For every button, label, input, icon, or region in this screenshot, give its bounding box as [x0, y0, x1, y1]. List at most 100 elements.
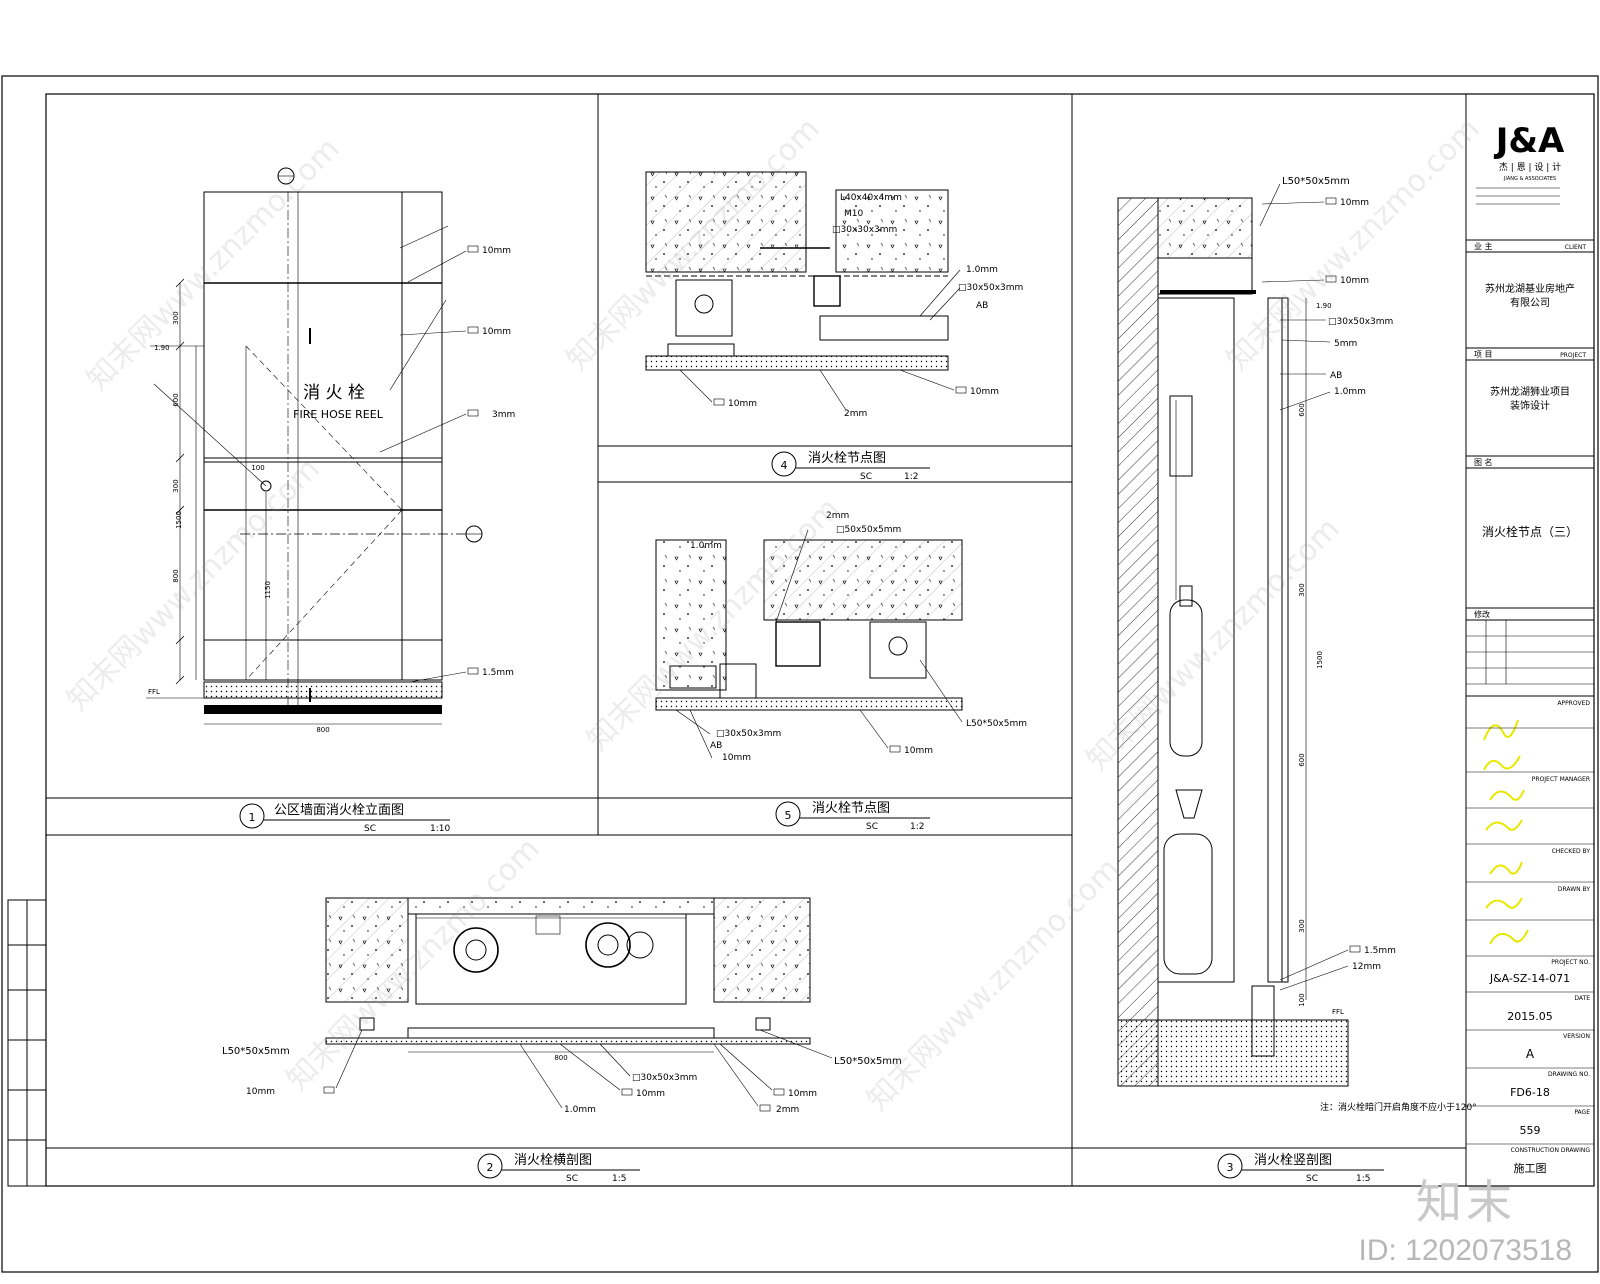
- svg-text:□30x50x3mm: □30x50x3mm: [1328, 317, 1393, 327]
- svg-text:L50*50x5mm: L50*50x5mm: [1282, 176, 1350, 187]
- svg-text:PROJECT NO.: PROJECT NO.: [1551, 959, 1590, 966]
- svg-text:1:2: 1:2: [910, 822, 924, 832]
- svg-text:SC: SC: [566, 1174, 578, 1184]
- view-1-elevation: 消 火 栓 FIRE HOSE REEL 300 600 300 800 150…: [146, 167, 515, 734]
- view-1-title: 公区墙面消火栓立面图: [274, 803, 404, 818]
- svg-text:300: 300: [172, 311, 180, 324]
- svg-text:100: 100: [251, 464, 264, 472]
- svg-text:2: 2: [487, 1161, 494, 1174]
- hydrant-label-en: FIRE HOSE REEL: [293, 408, 384, 421]
- svg-text:JIANG & ASSOCIATES: JIANG & ASSOCIATES: [1503, 176, 1556, 182]
- signature-3: [1489, 789, 1525, 801]
- svg-text:5mm: 5mm: [1334, 339, 1357, 349]
- title-block: J&A 杰 | 恩 | 设 | 计 JIANG & ASSOCIATES 业 主…: [1465, 94, 1594, 1186]
- svg-text:FFL: FFL: [1332, 1008, 1344, 1016]
- svg-text:800: 800: [172, 569, 180, 582]
- svg-text:3mm: 3mm: [492, 410, 515, 420]
- svg-text:SC: SC: [860, 472, 872, 482]
- svg-text:100: 100: [1298, 993, 1306, 1006]
- svg-text:PROJECT: PROJECT: [1560, 352, 1586, 359]
- svg-text:M10: M10: [844, 209, 863, 219]
- svg-text:VERSION: VERSION: [1563, 1033, 1590, 1040]
- svg-text:10mm: 10mm: [482, 327, 511, 337]
- svg-text:1.0mm: 1.0mm: [690, 541, 722, 551]
- svg-text:SC: SC: [364, 824, 376, 834]
- svg-text:300: 300: [1298, 583, 1306, 596]
- svg-text:PROJECT MANAGER: PROJECT MANAGER: [1532, 776, 1590, 783]
- svg-text:1:2: 1:2: [904, 472, 918, 482]
- svg-text:1.90: 1.90: [1316, 302, 1332, 310]
- svg-text:AB: AB: [976, 301, 988, 311]
- view-3-vertical-section: 600 300 1500 600 300 100 1.90 FFL L50*50…: [1117, 176, 1477, 1184]
- svg-text:1.0mm: 1.0mm: [564, 1105, 596, 1115]
- svg-text:L40x40x4mm: L40x40x4mm: [840, 193, 902, 203]
- svg-text:600: 600: [1298, 753, 1306, 766]
- page-number: 559: [1520, 1124, 1541, 1137]
- svg-text:600: 600: [172, 393, 180, 406]
- svg-text:1:5: 1:5: [612, 1174, 626, 1184]
- svg-text:APPROVED: APPROVED: [1557, 700, 1590, 707]
- svg-text:SC: SC: [866, 822, 878, 832]
- svg-text:□50x50x5mm: □50x50x5mm: [836, 525, 901, 535]
- svg-text:10mm: 10mm: [1340, 276, 1369, 286]
- svg-text:10mm: 10mm: [904, 746, 933, 756]
- signature-6: [1485, 897, 1523, 909]
- svg-text:SC: SC: [1306, 1174, 1318, 1184]
- svg-text:1: 1: [249, 811, 256, 824]
- svg-text:4: 4: [781, 459, 788, 472]
- watermark-logo: 知末: [1416, 1175, 1516, 1229]
- project-number: J&A-SZ-14-071: [1489, 972, 1570, 985]
- view-2-horizontal-section: 800 L50*50x5mm L50*50x5mm □30x50x3mm 10m…: [222, 897, 902, 1184]
- svg-text:DRAWING NO.: DRAWING NO.: [1548, 1071, 1590, 1078]
- logo: J&A: [1494, 121, 1565, 161]
- svg-text:1.0mm: 1.0mm: [1334, 387, 1366, 397]
- svg-text:10mm: 10mm: [722, 753, 751, 763]
- svg-text:10mm: 10mm: [246, 1087, 275, 1097]
- svg-text:1.5mm: 1.5mm: [1364, 946, 1396, 956]
- signature-2: [1483, 755, 1521, 771]
- svg-text:800: 800: [554, 1054, 567, 1062]
- signature-1: [1483, 719, 1519, 741]
- version: A: [1526, 1047, 1535, 1061]
- svg-text:CONSTRUCTION DRAWING: CONSTRUCTION DRAWING: [1511, 1147, 1591, 1154]
- svg-text:□30x50x3mm: □30x50x3mm: [632, 1073, 697, 1083]
- svg-text:10mm: 10mm: [970, 387, 999, 397]
- client-name: 苏州龙湖基业房地产: [1485, 282, 1575, 295]
- svg-text:L50*50x5mm: L50*50x5mm: [222, 1046, 290, 1057]
- drawing-title: 消火栓节点（三）: [1482, 524, 1578, 539]
- svg-text:DATE: DATE: [1574, 995, 1590, 1002]
- signature-4: [1485, 819, 1523, 831]
- view-1-title-block: 1 公区墙面消火栓立面图 SC 1:10: [239, 803, 450, 834]
- svg-text:1.0mm: 1.0mm: [966, 265, 998, 275]
- svg-text:杰 | 恩 | 设 | 计: 杰 | 恩 | 设 | 计: [1499, 161, 1561, 173]
- svg-text:2mm: 2mm: [826, 511, 849, 521]
- svg-text:装饰设计: 装饰设计: [1510, 399, 1550, 412]
- svg-text:AB: AB: [710, 741, 722, 751]
- svg-text:800: 800: [316, 726, 329, 734]
- project-name: 苏州龙湖狮业项目: [1490, 385, 1570, 398]
- svg-text:1.90: 1.90: [154, 344, 170, 352]
- svg-text:10mm: 10mm: [788, 1089, 817, 1099]
- svg-text:300: 300: [1298, 919, 1306, 932]
- svg-text:10mm: 10mm: [636, 1089, 665, 1099]
- drawing-number: FD6-18: [1510, 1086, 1550, 1099]
- svg-text:业 主: 业 主: [1474, 241, 1493, 251]
- view-3-note: 注：消火栓暗门开启角度不应小于120°: [1320, 1101, 1477, 1113]
- svg-text:1.5mm: 1.5mm: [482, 668, 514, 678]
- date: 2015.05: [1507, 1010, 1553, 1023]
- svg-text:300: 300: [172, 479, 180, 492]
- svg-text:FFL: FFL: [148, 688, 160, 696]
- svg-text:□30x30x3mm: □30x30x3mm: [832, 225, 897, 235]
- left-stamp-strip: [7, 899, 47, 1187]
- svg-text:修改: 修改: [1474, 609, 1490, 619]
- watermark-id: ID: 1202073518: [1358, 1234, 1572, 1267]
- svg-text:AB: AB: [1330, 371, 1342, 381]
- svg-text:1500: 1500: [1316, 651, 1324, 669]
- svg-text:L50*50x5mm: L50*50x5mm: [834, 1056, 902, 1067]
- svg-text:□30x50x3mm: □30x50x3mm: [958, 283, 1023, 293]
- svg-text:L50*50x5mm: L50*50x5mm: [966, 719, 1027, 729]
- signature-7: [1489, 929, 1529, 945]
- view-4-title: 消火栓节点图: [808, 451, 886, 466]
